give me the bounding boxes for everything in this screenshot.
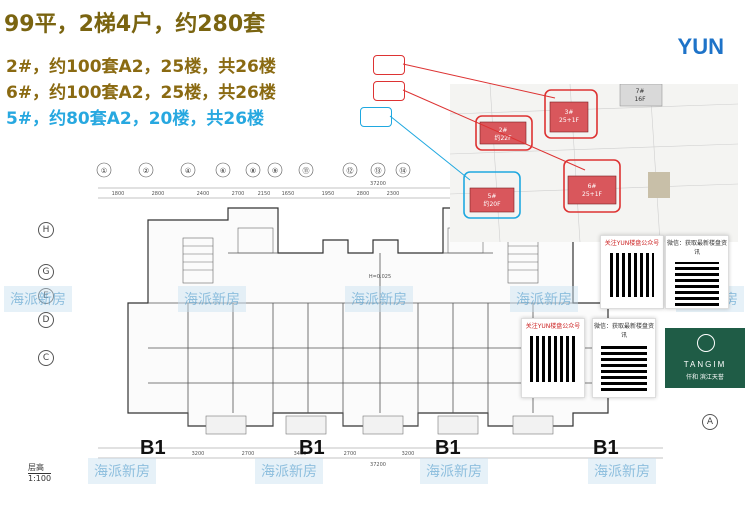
unit-label-b1: B1 <box>593 437 619 459</box>
axis-2: ② <box>143 167 149 175</box>
site-floors: 16F <box>634 96 646 103</box>
site-label: 7# <box>636 88 645 95</box>
top-dim: 2300 <box>387 191 400 197</box>
tangim-cn: 仟和 滨江天誉 <box>686 375 724 381</box>
qr-caption: 关注YUN楼盘公众号 <box>604 240 660 247</box>
building-5-summary: 5#，约80套A2，20楼，共26楼 <box>6 109 265 129</box>
top-dim: 2800 <box>152 191 165 197</box>
qr-code-icon <box>675 262 719 306</box>
row-axis-a: A <box>702 414 718 430</box>
bottom-dim: 3200 <box>192 451 205 457</box>
top-dim: 1650 <box>282 191 295 197</box>
bottom-dim: 2700 <box>242 451 255 457</box>
scale-value: 1:100 <box>28 474 52 483</box>
watermark: 海派新房 <box>178 286 246 312</box>
qr-code-icon <box>530 336 576 382</box>
qr-code-icon <box>610 253 654 297</box>
building-6-summary: 6#，约100套A2，25楼，共26楼 <box>6 83 276 103</box>
site-plan-inset: 2# 约22F 3# 25+1F 5# 约20F 6# 25+1F 7# 16F <box>450 84 738 242</box>
axis-9: ⑨ <box>272 167 278 175</box>
qr-caption: 微信：获取最新楼盘资讯 <box>593 323 654 339</box>
building-2-summary: 2#，约100套A2，25楼，共26楼 <box>6 57 276 77</box>
watermark: 海派新房 <box>345 286 413 312</box>
bottom-dim: 3400 <box>294 451 307 457</box>
scale-label: 层高 <box>28 462 52 474</box>
qr-code-icon <box>601 345 647 391</box>
total-dim: 37200 <box>370 181 386 187</box>
bottom-dim: 3200 <box>402 451 415 457</box>
row-axis-h: H <box>38 222 54 238</box>
site-floors: 25+1F <box>582 191 602 198</box>
site-floors: 约20F <box>483 200 501 208</box>
site-floors: 约22F <box>494 134 512 142</box>
axis-8: ⑧ <box>250 167 256 175</box>
page-title: 99平，2梯4户，约280套 <box>4 12 266 37</box>
row-axis-markers: H G E D C <box>38 222 58 372</box>
building-2-marker-box <box>373 55 405 75</box>
axis-13: ⑬ <box>375 167 382 175</box>
unit-label-b1: B1 <box>435 437 461 459</box>
axis-6: ⑥ <box>220 167 226 175</box>
qr-card: 关注YUN楼盘公众号 <box>521 318 585 398</box>
site-label: 3# <box>565 109 574 116</box>
bottom-dim: 2700 <box>344 451 357 457</box>
qr-caption: 微信：获取最新楼盘资讯 <box>666 240 727 256</box>
watermark: 海派新房 <box>420 458 488 484</box>
qr-card: 微信：获取最新楼盘资讯 <box>665 235 729 309</box>
tangim-logo: TANGIM 仟和 滨江天誉 <box>665 328 745 388</box>
unit-label-b1: B1 <box>299 437 325 459</box>
axis-12: ⑫ <box>347 167 354 175</box>
level-mark: H=0.025 <box>369 274 391 280</box>
watermark: 海派新房 <box>88 458 156 484</box>
tangim-word: TANGIM <box>683 360 727 369</box>
row-axis-d: D <box>38 312 54 328</box>
top-dim: 2700 <box>232 191 245 197</box>
top-dim: 1800 <box>112 191 125 197</box>
qr-caption: 关注YUN楼盘公众号 <box>525 323 581 330</box>
top-dim: 1950 <box>322 191 335 197</box>
watermark: 海派新房 <box>255 458 323 484</box>
row-axis-c: C <box>38 350 54 366</box>
site-label: 5# <box>488 193 497 200</box>
brand-logo-text: YUN <box>677 34 724 59</box>
qr-card: 关注YUN楼盘公众号 <box>600 235 664 309</box>
scale-note: 层高 1:100 <box>28 462 52 483</box>
site-label: 6# <box>588 183 597 190</box>
site-floors: 25+1F <box>559 117 579 124</box>
watermark: 海派新房 <box>588 458 656 484</box>
top-dim: 2800 <box>357 191 370 197</box>
unit-label-b1: B1 <box>140 437 166 459</box>
site-label: 2# <box>499 127 508 134</box>
row-axis-e: E <box>38 288 54 304</box>
total-dim-bottom: 37200 <box>370 462 386 468</box>
top-dim: 2150 <box>258 191 271 197</box>
axis-4: ④ <box>185 167 191 175</box>
watermark: 海派新房 <box>510 286 578 312</box>
row-axis-g: G <box>38 264 54 280</box>
axis-1: ① <box>101 167 107 175</box>
qr-card: 微信：获取最新楼盘资讯 <box>592 318 656 398</box>
watermark: 海派新房 <box>4 286 72 312</box>
tangim-emblem-icon <box>697 334 715 352</box>
top-dim: 2400 <box>197 191 210 197</box>
axis-14: ⑭ <box>400 167 407 175</box>
axis-11: ⑪ <box>303 167 310 175</box>
